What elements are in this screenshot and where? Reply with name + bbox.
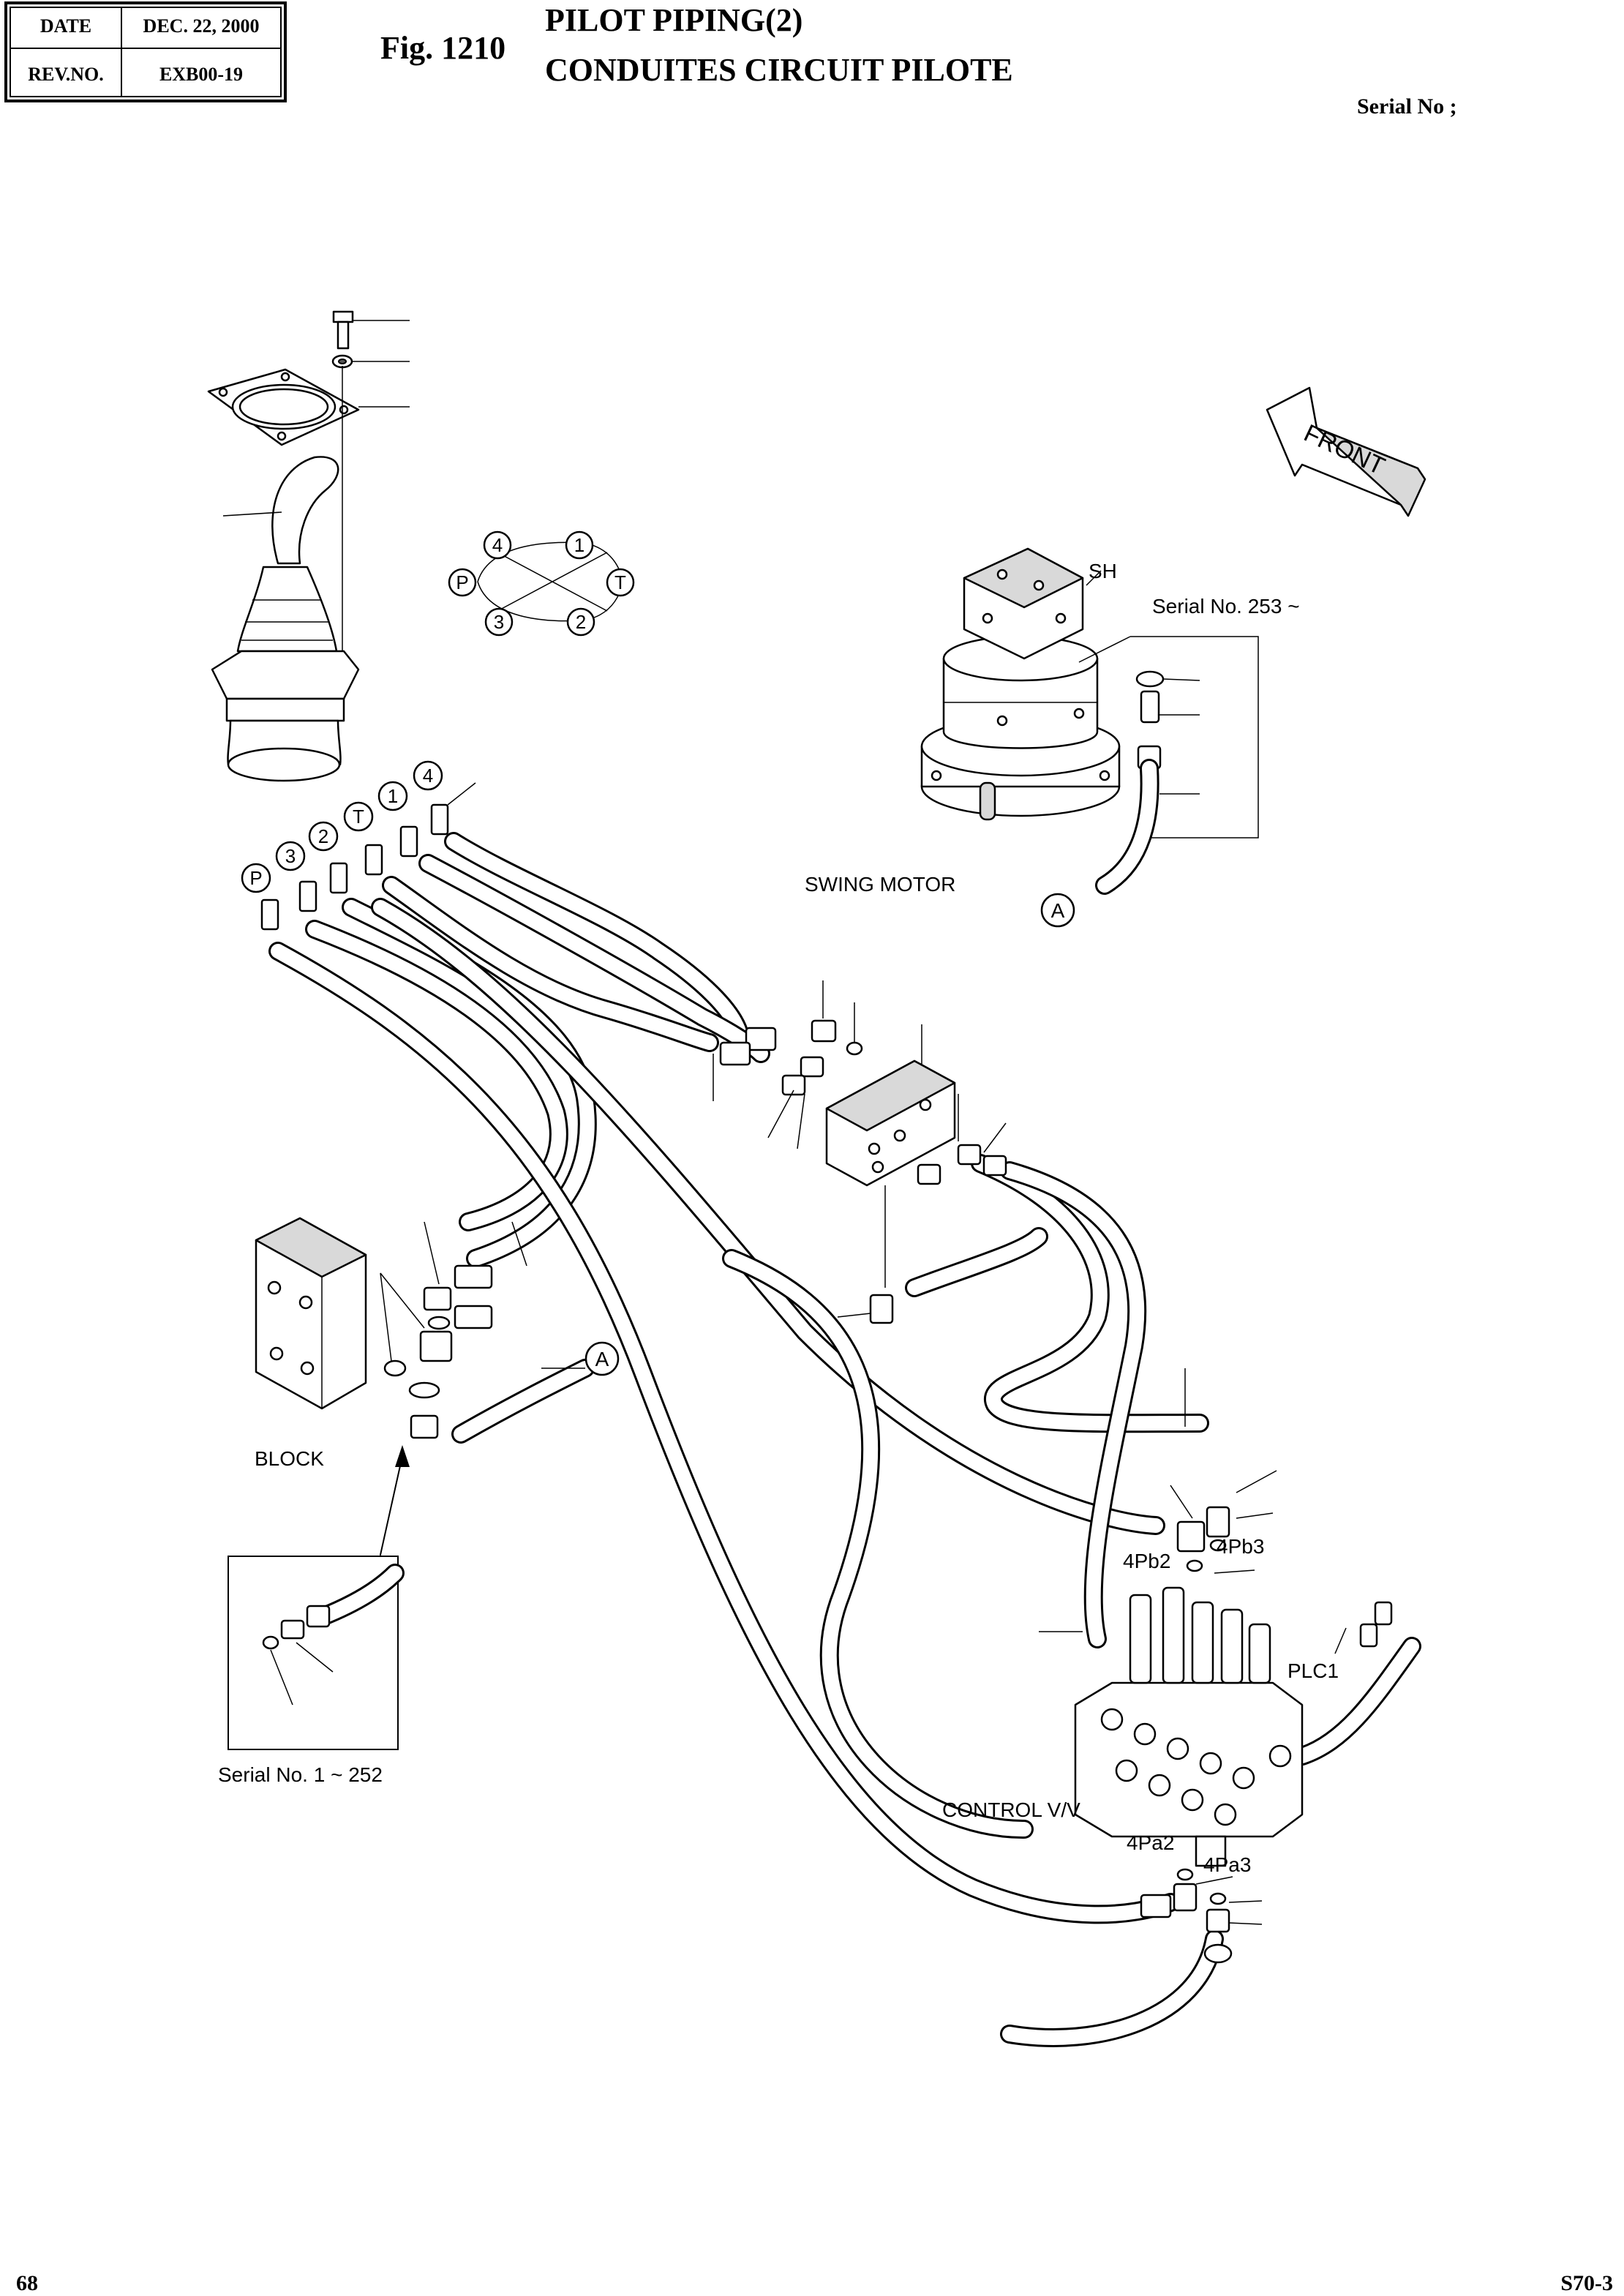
pilot-hoses [268,832,1421,2047]
joystick-fittings: P 3 2 T 1 4 [241,760,476,931]
callout-a-block: A [595,1348,609,1370]
title-english: PILOT PIPING(2) [545,2,802,38]
callout-a-top: A [1051,899,1065,922]
hose-label-3: 3 [285,845,296,867]
distribution-block [713,980,1007,1324]
serial-label: Serial No ; [1357,94,1457,119]
port-pa3-label: 4Pa3 [1203,1853,1251,1876]
swing-motor-label: SWING MOTOR [805,873,955,896]
hose-label-1: 1 [388,785,398,807]
control-valve-label: CONTROL V/V [942,1798,1080,1821]
port-pb2-label: 4Pb2 [1123,1550,1170,1572]
figure-number: Fig. 1210 [380,30,505,66]
header-info-table: DATE DEC. 22, 2000 REV.NO. EXB00-19 [4,1,287,102]
hose-label-4: 4 [423,765,433,787]
port-p-label: P [456,571,468,593]
date-label: DATE [40,15,91,37]
port-2-label: 2 [576,611,586,633]
model-code: S70-3 [1560,2271,1613,2295]
serial-new-label: Serial No. 253 ~ [1152,595,1300,618]
block-assembly: A BLOCK [255,1217,620,1556]
rev-value: EXB00-19 [159,64,243,85]
control-valve: 4Pb2 4Pb3 PLC1 CONTROL V/V 4Pa2 4Pa3 [942,1368,1393,1964]
date-value: DEC. 22, 2000 [143,15,260,37]
hose-label-p: P [249,867,262,889]
port-1-label: 1 [574,534,584,556]
port-pa2-label: 4Pa2 [1127,1831,1174,1854]
serial-old-label: Serial No. 1 ~ 252 [218,1763,383,1786]
joystick-assembly [207,310,410,782]
hose-label-t: T [353,806,364,828]
sh-label: SH [1089,560,1117,582]
rev-label: REV.NO. [28,64,104,85]
port-pb3-label: 4Pb3 [1217,1535,1264,1558]
port-t-label: T [614,571,626,593]
port-arrangement-symbol: 4 1 P T 3 2 [448,530,635,637]
front-arrow-icon: FRONT [1266,386,1426,517]
port-3-label: 3 [494,611,504,633]
inset-serial-old: Serial No. 1 ~ 252 [218,1556,405,1786]
swing-motor: SH Serial No. 253 ~ SWING MOTOR A [805,547,1300,928]
page-number: 68 [16,2271,38,2295]
hose-label-2: 2 [318,825,328,847]
block-label: BLOCK [255,1447,324,1470]
title-french: CONDUITES CIRCUIT PILOTE [545,52,1013,88]
port-plc1-label: PLC1 [1287,1659,1339,1682]
port-4-label: 4 [492,534,503,556]
